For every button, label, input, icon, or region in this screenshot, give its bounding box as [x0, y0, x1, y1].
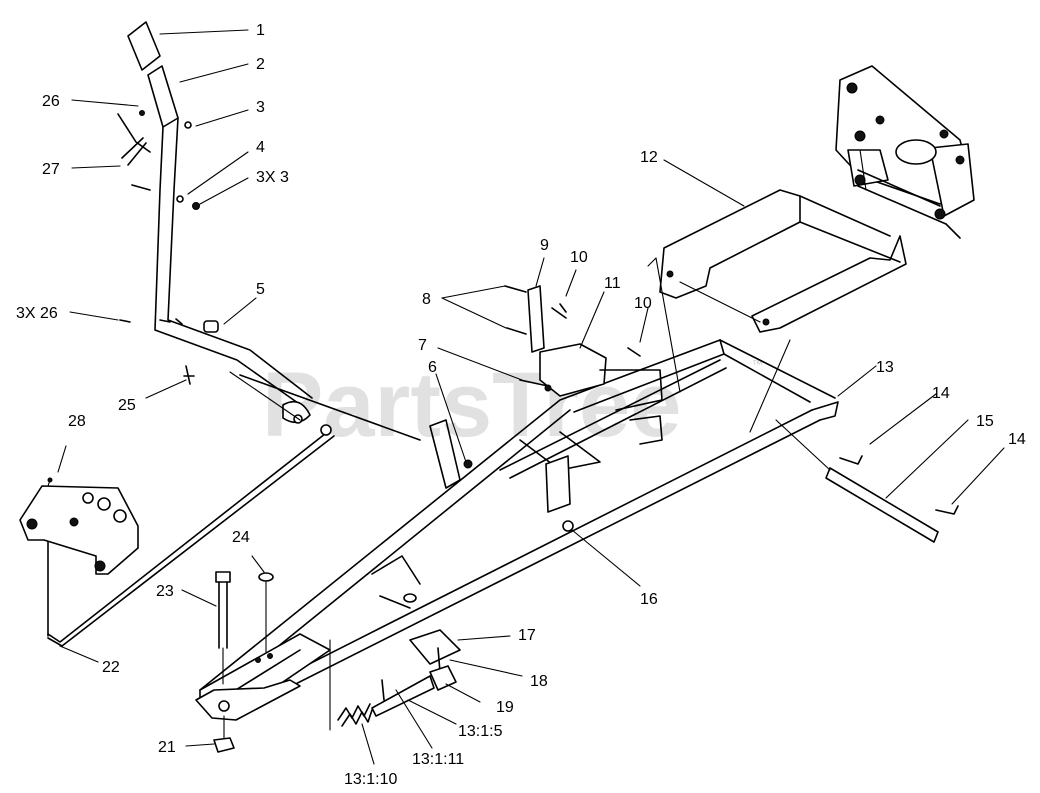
callout-3x3: 3X 3: [256, 169, 289, 186]
part-21-nut: [213, 715, 235, 753]
part-9-plate: [504, 285, 641, 357]
callout-28: 28: [68, 413, 86, 430]
part-27-latch-rod: [117, 110, 192, 166]
callout-11: 11: [604, 275, 621, 292]
callout-21: 21: [158, 739, 176, 756]
callout-3x26: 3X 26: [16, 305, 58, 322]
callout-13-1-5: 13:1:5: [458, 723, 503, 740]
callout-19: 19: [496, 699, 514, 716]
part-17-19-assembly: [329, 639, 457, 731]
part-22-rod: [47, 424, 335, 647]
callout-16: 16: [640, 591, 658, 608]
callout-17: 17: [518, 627, 536, 644]
callout-27: 27: [42, 161, 60, 178]
watermark-trademark: ™: [752, 359, 763, 371]
part-1-handle-grip: [127, 21, 161, 71]
callout-14b: 14: [1008, 431, 1026, 448]
callout-7: 7: [418, 337, 427, 354]
mount-bracket: [835, 65, 975, 239]
callout-10b: 10: [634, 295, 652, 312]
callout-12: 12: [640, 149, 658, 166]
part-28-bracket: [19, 477, 139, 575]
callout-18: 18: [530, 673, 548, 690]
part-24-washer: [258, 572, 274, 653]
callout-13: 13: [876, 359, 894, 376]
part-15-axle: [775, 419, 959, 543]
callout-15: 15: [976, 413, 994, 430]
callout-24: 24: [232, 529, 250, 546]
callout-13-1-11: 13:1:11: [412, 751, 464, 768]
callout-26: 26: [42, 93, 60, 110]
frame-a-frame: [195, 339, 839, 721]
callout-labels: 1 2 3 4 3X 3 5 26 27 3X 26 25 28 22 23 2…: [16, 22, 1026, 788]
watermark-text: PartsTree: [262, 354, 681, 456]
callout-10a: 10: [570, 249, 588, 266]
part-16-nut: [562, 520, 574, 532]
part-5-bushing: [203, 320, 219, 333]
part-2-lift-lever: [147, 65, 313, 424]
callout-8: 8: [422, 291, 431, 308]
leader-lines: [57, 29, 1005, 765]
callout-1: 1: [256, 22, 265, 39]
callout-2: 2: [256, 56, 265, 73]
callout-23: 23: [156, 583, 174, 600]
part-23-bolt: [215, 571, 231, 685]
callout-25: 25: [118, 397, 136, 414]
part-12-upper-link: [647, 189, 907, 433]
part-11-bracket: [429, 343, 663, 513]
callout-14a: 14: [932, 385, 950, 402]
part-25-clip: [183, 365, 421, 441]
callout-6: 6: [428, 359, 437, 376]
callout-9: 9: [540, 237, 549, 254]
part-3-4-screws: [119, 184, 200, 325]
callout-13-1-10: 13:1:10: [344, 771, 397, 788]
callout-3: 3: [256, 99, 265, 116]
callout-5: 5: [256, 281, 265, 298]
callout-4: 4: [256, 139, 265, 156]
part-13-1-10-spring: [337, 703, 373, 727]
callout-22: 22: [102, 659, 120, 676]
